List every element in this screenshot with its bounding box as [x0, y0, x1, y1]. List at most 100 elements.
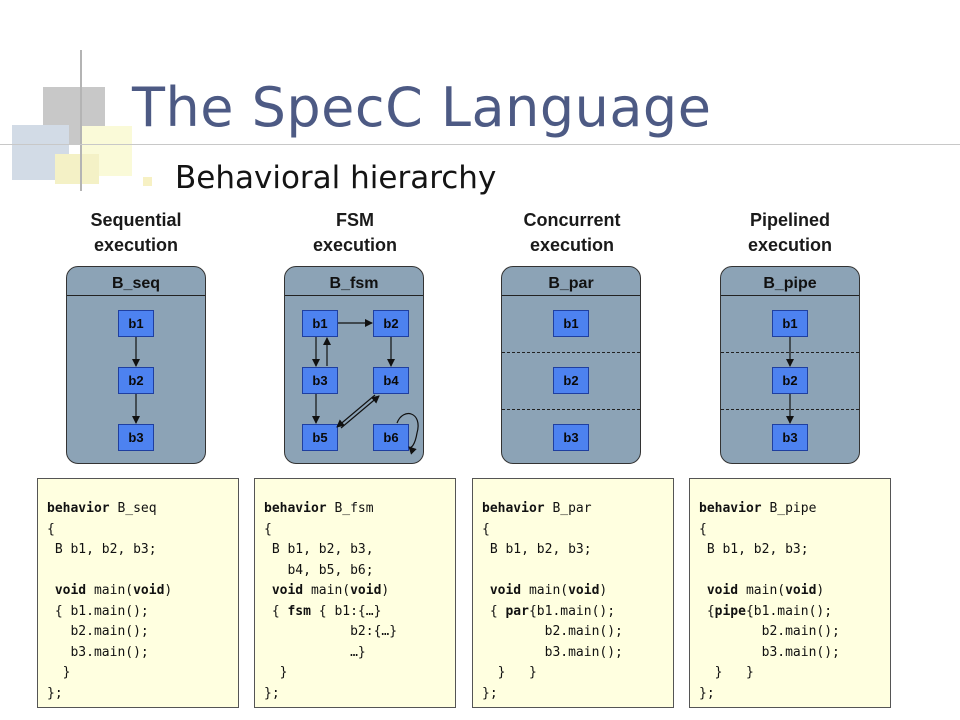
- code-keyword: void: [489, 583, 522, 598]
- heading-line: execution: [747, 235, 833, 255]
- code-text: b4, b5, b6;: [264, 562, 374, 578]
- node-b3: b3: [772, 424, 808, 451]
- self-loop-arrow: [396, 413, 419, 455]
- code-text: } }: [482, 665, 537, 680]
- code-text: ): [164, 583, 173, 598]
- heading-line: Concurrent: [523, 210, 621, 230]
- code-line: B b1, b2, b3;: [699, 540, 890, 561]
- title-rule: [502, 295, 640, 296]
- code-box-seq: behavior B_seq{ B b1, b2, b3; void main(…: [37, 478, 239, 708]
- transition-arrow: [336, 394, 376, 428]
- code-line: behavior B_fsm: [264, 499, 455, 520]
- code-line: void main(void): [482, 581, 673, 602]
- code-line: …}: [264, 643, 455, 664]
- code-line: };: [264, 684, 455, 705]
- behavior-box-par: B_par b1 b2 b3: [501, 266, 641, 464]
- code-text: B b1, b2, b3;: [482, 542, 592, 557]
- node-b2: b2: [772, 367, 808, 394]
- slide-title: The SpecC Language: [132, 76, 712, 139]
- code-text: B b1, b2, b3;: [47, 542, 157, 557]
- code-text: {b1.main();: [745, 603, 833, 619]
- box-title: B_pipe: [763, 275, 817, 292]
- code-line: b4, b5, b6;: [264, 561, 455, 582]
- heading-fsm: FSM execution: [275, 208, 435, 258]
- node-b2: b2: [373, 310, 409, 337]
- code-text: B b1, b2, b3;: [699, 542, 809, 557]
- code-box-par: behavior B_par{ B b1, b2, b3; void main(…: [472, 478, 674, 708]
- behavior-box-pipe: B_pipe b1 b2 b3: [720, 266, 860, 464]
- arrows-seq: [132, 337, 140, 424]
- code-text: [47, 583, 55, 598]
- code-text: …}: [264, 644, 366, 660]
- code-line: behavior B_pipe: [699, 499, 890, 520]
- heading-line: execution: [312, 235, 398, 255]
- behavior-box-seq: B_seq b1 b2 b3: [66, 266, 206, 464]
- title-rule: [721, 295, 859, 296]
- code-text: main(: [303, 583, 351, 598]
- node-b3: b3: [118, 424, 154, 451]
- code-text: main(: [86, 583, 134, 598]
- code-text: main(: [521, 583, 569, 598]
- code-keyword: behavior: [482, 501, 545, 516]
- code-text: };: [699, 685, 715, 701]
- node-b1: b1: [772, 310, 808, 337]
- code-text: main(: [738, 583, 786, 598]
- code-text: };: [47, 685, 63, 701]
- code-text: B_fsm: [326, 501, 374, 516]
- title-rule: [285, 295, 423, 296]
- code-line: b2.main();: [47, 622, 238, 643]
- code-line: b2:{…}: [264, 622, 455, 643]
- box-title: B_par: [548, 275, 594, 292]
- code-text: [699, 583, 707, 598]
- code-keyword: void: [133, 583, 165, 598]
- title-rule: [67, 295, 205, 296]
- heading-pipelined: Pipelined execution: [710, 208, 870, 258]
- node-b2: b2: [553, 367, 589, 394]
- code-line: b2.main();: [699, 622, 890, 643]
- code-text: }: [47, 665, 71, 680]
- heading-line: Pipelined: [749, 210, 830, 230]
- heading-line: execution: [93, 235, 179, 255]
- node-b3: b3: [302, 367, 338, 394]
- code-keyword: behavior: [699, 501, 762, 516]
- code-keyword: void: [54, 583, 87, 598]
- node-b5: b5: [302, 424, 338, 451]
- code-line: behavior B_par: [482, 499, 673, 520]
- code-line: {pipe{b1.main();: [699, 602, 890, 623]
- code-text: {: [482, 521, 490, 537]
- code-line: } }: [482, 663, 673, 684]
- code-line: void main(void): [47, 581, 238, 602]
- decor-square-yellow: [55, 154, 99, 184]
- code-keyword: fsm: [287, 603, 311, 619]
- code-line: void main(void): [699, 581, 890, 602]
- code-text: { b1:{…}: [310, 603, 382, 619]
- code-text: };: [482, 685, 498, 701]
- code-text: b2:{…}: [264, 624, 398, 639]
- code-text: B_par: [544, 501, 592, 516]
- box-title: B_seq: [111, 275, 161, 292]
- code-line: {: [47, 520, 238, 541]
- code-line: { par{b1.main();: [482, 602, 673, 623]
- node-b1: b1: [118, 310, 154, 337]
- decor-horizontal-line: [0, 144, 960, 145]
- code-text: {b1.main();: [528, 603, 616, 619]
- code-box-pipe: behavior B_pipe{ B b1, b2, b3; void main…: [689, 478, 891, 708]
- code-line: }: [264, 663, 455, 684]
- code-line: [482, 561, 673, 582]
- code-text: {: [264, 521, 272, 537]
- dashed-separator: [502, 352, 640, 353]
- code-text: { b1.main();: [47, 603, 149, 619]
- node-b2: b2: [118, 367, 154, 394]
- heading-line: Sequential: [90, 210, 182, 230]
- code-text: [264, 583, 272, 598]
- node-b4: b4: [373, 367, 409, 394]
- code-line: b2.main();: [482, 622, 673, 643]
- node-b6: b6: [373, 424, 409, 451]
- code-text: {: [699, 521, 707, 537]
- bullet-text: Behavioral hierarchy: [175, 160, 497, 196]
- arrows-pipe: [786, 337, 794, 424]
- heading-line: execution: [529, 235, 615, 255]
- code-keyword: behavior: [47, 501, 110, 516]
- bullet-marker: [143, 177, 152, 186]
- code-line: void main(void): [264, 581, 455, 602]
